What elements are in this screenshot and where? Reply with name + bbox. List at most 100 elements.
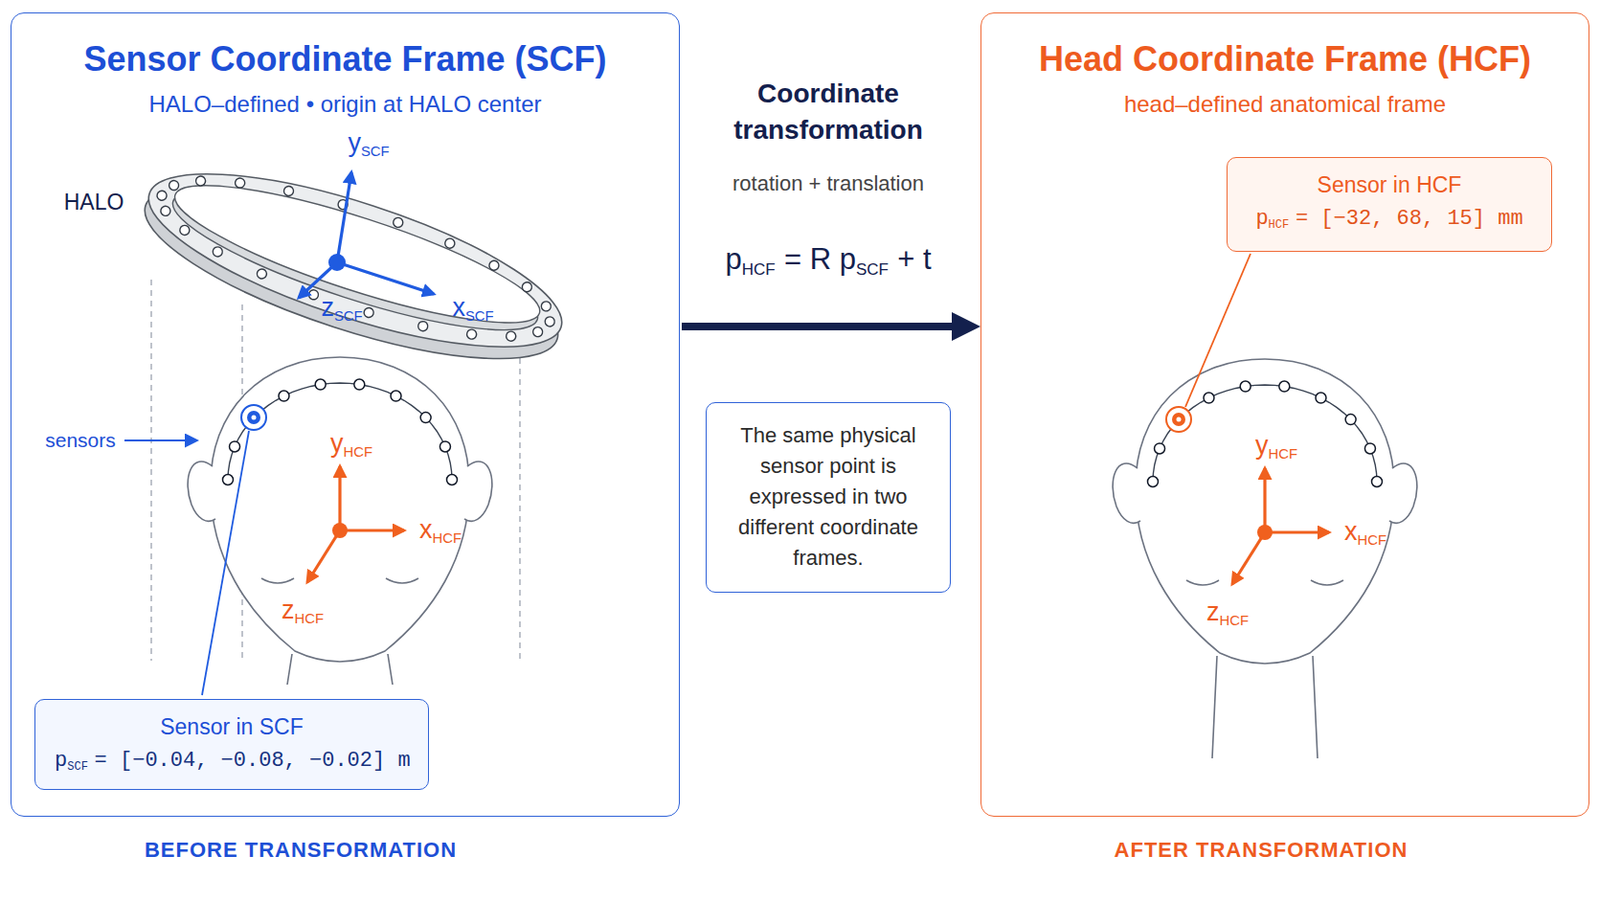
pointer-arrow bbox=[124, 439, 197, 442]
axis-label: xSCF bbox=[451, 292, 494, 324]
halo-sensor-dot bbox=[504, 330, 518, 343]
coordinate-row: pHCF= [−32, 68, 15] mm bbox=[1246, 205, 1533, 234]
axis-label-text: x bbox=[451, 292, 466, 322]
frame-panel: HALO–defined • origin at HALO center bbox=[11, 90, 679, 119]
hcf-axes bbox=[1262, 468, 1266, 533]
subscript: HCF bbox=[431, 530, 462, 546]
projection-line bbox=[518, 315, 520, 661]
halo-sensor-dot bbox=[416, 319, 429, 333]
halo-ring bbox=[140, 144, 570, 373]
head-outline bbox=[1112, 359, 1418, 664]
part-label-text: sensors bbox=[45, 428, 116, 451]
halo-sensor-dot bbox=[488, 259, 501, 272]
hcf-axes bbox=[1232, 468, 1330, 585]
coordinate-value: = [−0.04, −0.08, −0.02] m bbox=[94, 748, 411, 773]
halo-sensor-dot bbox=[444, 237, 457, 250]
halo-ring bbox=[163, 159, 551, 348]
section-subheading-text: rotation + translation bbox=[732, 171, 924, 196]
panel-subtitle: head–defined anatomical frame bbox=[1124, 90, 1446, 117]
coordinate-value: p bbox=[54, 748, 68, 773]
callout-heading-row: Sensor in SCF bbox=[54, 713, 409, 748]
subscript: SCF bbox=[465, 308, 495, 324]
selected-sensor bbox=[1166, 406, 1192, 432]
hcf-axes bbox=[1264, 530, 1330, 534]
transform-arrow bbox=[681, 322, 958, 331]
subscript: SCF bbox=[334, 308, 363, 324]
subscript: SCF bbox=[360, 143, 390, 159]
hcf-axes bbox=[339, 528, 405, 532]
leader-line bbox=[1185, 253, 1251, 407]
axis-label-text: y bbox=[330, 428, 344, 458]
subscript: HCF bbox=[742, 259, 776, 278]
callout-heading-row: Sensor in HCF bbox=[1246, 171, 1533, 206]
axis-label: zHCF bbox=[281, 595, 324, 627]
halo-sensor-dot bbox=[391, 216, 405, 229]
section-heading-text: Coordinate transformation bbox=[733, 78, 924, 145]
halo-sensor-dot bbox=[194, 175, 207, 188]
sensor-callout: Sensor in HCFpHCF= [−32, 68, 15] mm bbox=[1226, 157, 1553, 252]
halo-sensor-dot bbox=[179, 224, 192, 237]
halo-sensor-dot bbox=[156, 189, 169, 203]
frame-panel: Head Coordinate Frame (HCF) bbox=[981, 38, 1589, 91]
neck-line bbox=[287, 653, 393, 685]
part-label: sensors bbox=[45, 428, 116, 452]
axis-label: xHCF bbox=[1344, 517, 1387, 548]
subscript: HCF bbox=[1268, 218, 1290, 232]
neck-line bbox=[1212, 655, 1318, 759]
callout-heading: Sensor in SCF bbox=[159, 713, 304, 743]
coordinate-value: = [−32, 68, 15] mm bbox=[1295, 206, 1524, 231]
coordinate-row: pSCF = [−0.04, −0.08, −0.02] m bbox=[54, 747, 409, 776]
hcf-axes bbox=[307, 530, 340, 583]
part-label: HALO bbox=[64, 189, 125, 216]
formula-text: = R p bbox=[784, 242, 857, 276]
part-label-text: HALO bbox=[64, 189, 125, 215]
hcf-axes bbox=[338, 466, 341, 531]
axis-label: zSCF bbox=[320, 292, 362, 324]
panel-subtitle: HALO–defined • origin at HALO center bbox=[149, 90, 542, 117]
subscript: SCF bbox=[67, 760, 89, 774]
selected-sensor bbox=[241, 405, 267, 430]
note-text: The same physical sensor point is expres… bbox=[725, 420, 931, 573]
axis-label-text: x bbox=[419, 515, 433, 544]
scf-axes bbox=[298, 172, 434, 298]
hcf-axes bbox=[307, 466, 405, 583]
subscript: HCF bbox=[1218, 612, 1249, 629]
axis-label-text: z bbox=[320, 292, 335, 322]
frame-panel: head–defined anatomical frame bbox=[981, 90, 1589, 119]
section-subheading: rotation + translation bbox=[732, 171, 924, 197]
halo-sensor-dot bbox=[255, 268, 269, 281]
selected-sensor bbox=[251, 415, 257, 421]
axis-label-text: z bbox=[281, 595, 295, 625]
note-box: The same physical sensor point is expres… bbox=[705, 402, 951, 593]
head-outline bbox=[187, 357, 493, 662]
axis-label-text: z bbox=[1206, 597, 1220, 627]
axis-label: xHCF bbox=[419, 515, 462, 546]
halo-sensor-dot bbox=[531, 325, 544, 339]
halo-sensor-dot bbox=[211, 246, 225, 259]
leader-line bbox=[202, 430, 249, 696]
selected-sensor bbox=[1176, 417, 1182, 423]
axis-label: yHCF bbox=[330, 428, 373, 460]
scf-axes bbox=[337, 262, 434, 294]
selected-sensor bbox=[241, 405, 267, 430]
halo-sensor-dot bbox=[159, 204, 173, 218]
scf-axes bbox=[328, 253, 346, 271]
section-heading: Coordinate transformation bbox=[713, 75, 944, 149]
head-figure bbox=[1112, 253, 1418, 759]
halo-sensor-dot bbox=[543, 315, 557, 329]
selected-sensor bbox=[1171, 412, 1186, 427]
halo-ring bbox=[128, 138, 580, 394]
halo-ring bbox=[132, 138, 580, 383]
axis-label-text: y bbox=[347, 128, 361, 158]
subscript: HCF bbox=[293, 610, 324, 627]
sensor-callout: Sensor in SCF pSCF = [−0.04, −0.08, −0.02]… bbox=[34, 698, 429, 790]
panel-caption-text: AFTER TRANSFORMATION bbox=[1114, 837, 1409, 862]
subscript: HCF bbox=[1267, 446, 1298, 462]
halo-sensor-dot bbox=[233, 177, 247, 190]
panel-caption: BEFORE TRANSFORMATION bbox=[144, 837, 457, 863]
halo-sensor-dot bbox=[167, 179, 181, 192]
axis-label: yHCF bbox=[1255, 430, 1298, 462]
selected-sensor bbox=[247, 410, 261, 425]
hcf-axes bbox=[1232, 532, 1265, 585]
